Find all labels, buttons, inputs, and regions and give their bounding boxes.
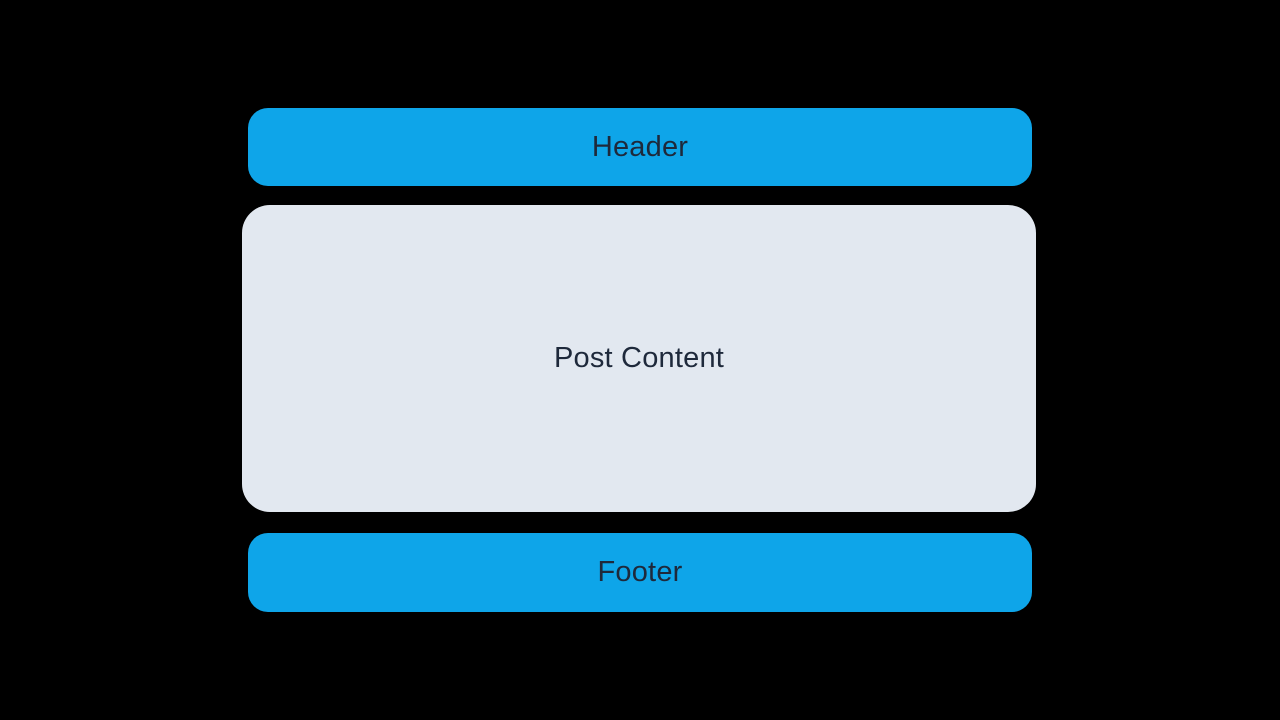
footer-block: Footer	[248, 533, 1032, 612]
header-block: Header	[248, 108, 1032, 186]
post-content-label: Post Content	[553, 342, 725, 374]
header-label: Header	[591, 130, 689, 163]
footer-label: Footer	[597, 556, 683, 588]
post-content-block: Post Content	[242, 205, 1036, 512]
